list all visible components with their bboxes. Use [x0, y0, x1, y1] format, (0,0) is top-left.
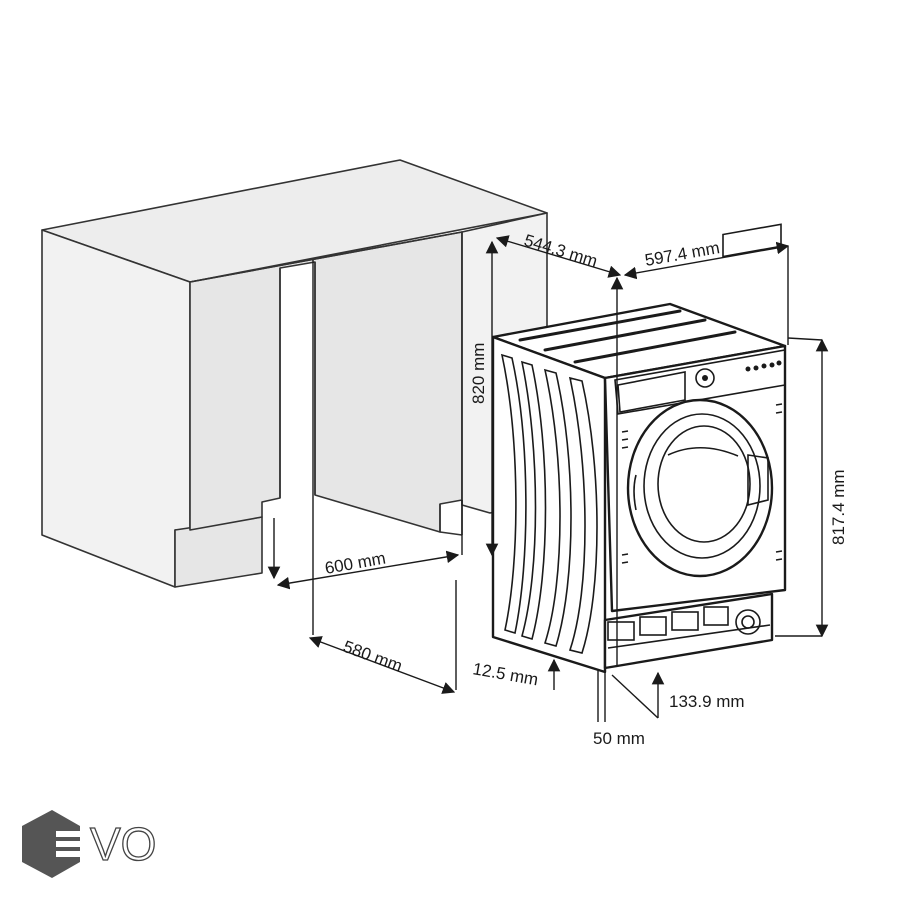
- dim-line-544: [495, 235, 622, 278]
- hinge-mark: [775, 550, 783, 561]
- door-handle: [747, 454, 769, 507]
- display-panel: [722, 223, 782, 258]
- plinth-vent: [607, 621, 635, 641]
- dim-line-580: [308, 636, 456, 694]
- filter-cap-icon: [735, 609, 761, 635]
- logo-text: VO: [90, 818, 156, 870]
- label-817: 817.4 mm: [829, 469, 848, 545]
- door-glass: [643, 413, 761, 559]
- kitchen-cabinet: [41, 159, 548, 588]
- hinge-mark: [621, 553, 629, 564]
- evo-logo: VO: [22, 810, 157, 878]
- logo-hexagon-icon: [22, 810, 80, 878]
- cabinet-left-panel: [41, 229, 191, 588]
- hinge-mark: [775, 403, 783, 414]
- hinge-mark: [621, 430, 629, 449]
- plinth-vent: [671, 611, 699, 631]
- label-820: 820 mm: [469, 343, 488, 404]
- label-12: 12.5 mm: [471, 659, 539, 689]
- door-inner: [657, 425, 751, 543]
- plinth-vent: [639, 616, 667, 636]
- dim-line-600: [276, 550, 460, 590]
- door-reflection: [667, 446, 739, 457]
- side-rib: [543, 368, 572, 647]
- cabinet-opening-back: [189, 231, 463, 533]
- washing-machine: [491, 223, 787, 674]
- label-580: 580 mm: [341, 637, 405, 676]
- cabinet-plinth: [174, 516, 263, 588]
- program-knob-icon: [695, 368, 715, 388]
- dim-line-597: [623, 241, 790, 280]
- door-outer-ring: [626, 398, 774, 578]
- machine-plinth: [603, 592, 774, 670]
- side-rib: [568, 376, 598, 654]
- detergent-drawer: [617, 371, 686, 413]
- dimension-lines: [267, 235, 829, 722]
- label-133: 133.9 mm: [669, 692, 745, 711]
- label-600: 600 mm: [323, 549, 387, 578]
- dim-ext: [787, 337, 823, 341]
- side-rib: [520, 360, 547, 641]
- label-50: 50 mm: [593, 729, 645, 748]
- plinth-vent: [703, 606, 729, 626]
- dim-ext: [611, 674, 659, 719]
- side-rib: [500, 353, 527, 635]
